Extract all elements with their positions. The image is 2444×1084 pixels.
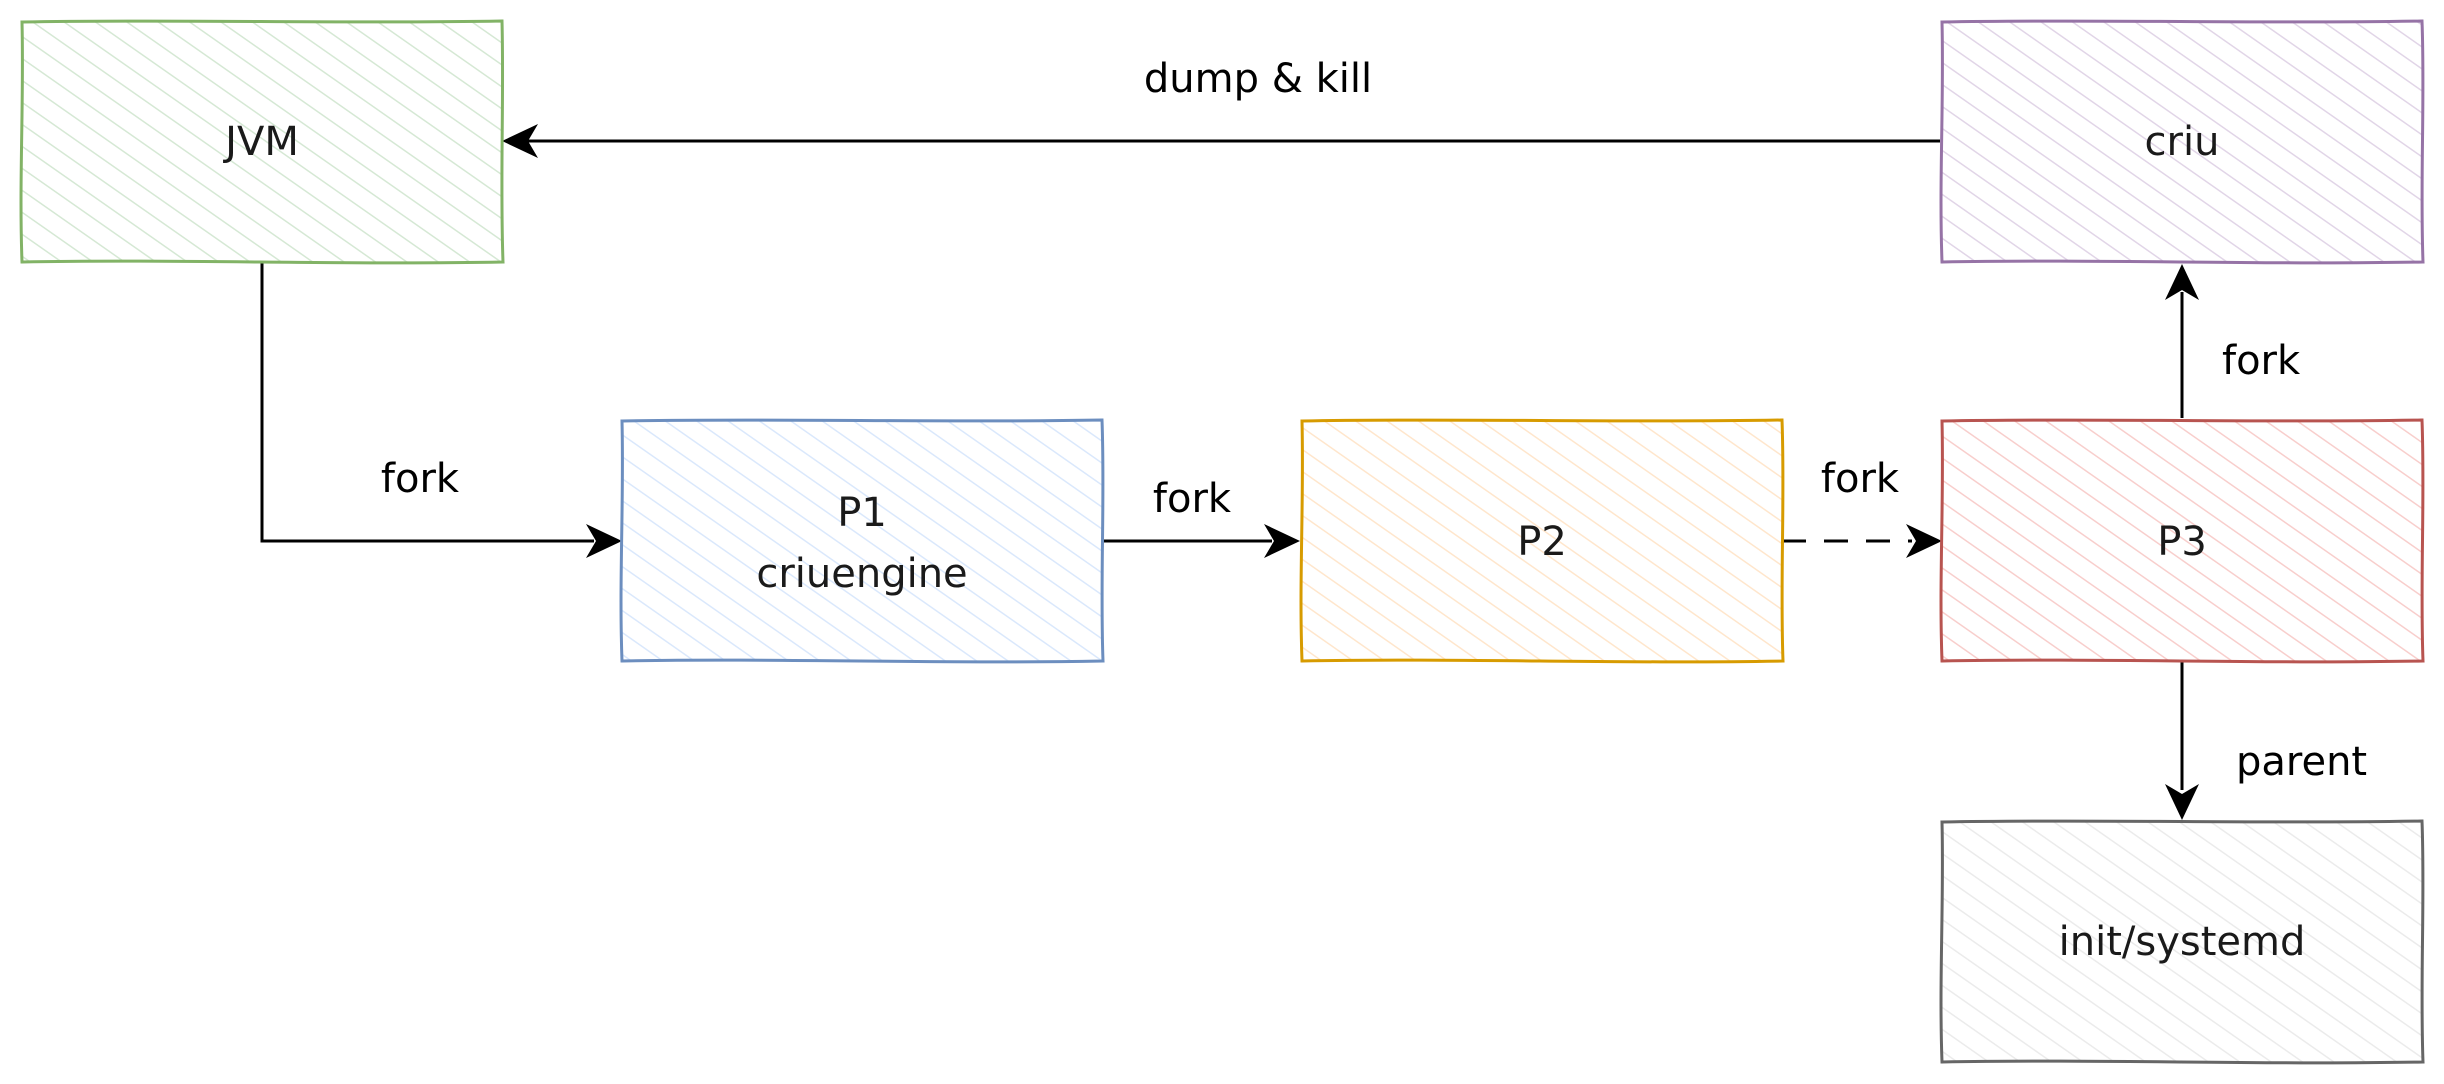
node-jvm: JVM (19, 19, 505, 265)
arrowhead-p2 (1264, 524, 1300, 558)
node-border-p1 (619, 418, 1105, 664)
node-border-p2 (1299, 418, 1785, 664)
node-label-p3: P3 (2157, 519, 2207, 565)
edge-p1-to-p2: fork (1104, 476, 1300, 558)
node-label-criuengine: criuengine (756, 551, 967, 597)
edge-label-parent: parent (2236, 739, 2367, 785)
edge-p3-to-criu: fork (2165, 264, 2301, 418)
node-border-jvm (19, 19, 505, 265)
node-label-p1: P1 (837, 490, 887, 536)
node-label-init-systemd: init/systemd (2059, 919, 2306, 965)
edge-label-fork-jvm-p1: fork (381, 456, 460, 502)
edge-label-dump-and-kill: dump & kill (1144, 56, 1372, 102)
edge-p3-to-init: parent (2165, 662, 2367, 820)
arrowhead-p1 (586, 524, 622, 558)
node-p2: P2 (1299, 418, 1785, 664)
node-p1: P1 criuengine (619, 418, 1105, 664)
edge-p2-to-p3: fork (1782, 456, 1942, 558)
edge-dump-and-kill: dump & kill (502, 56, 1940, 158)
arrowhead-criu (2165, 264, 2199, 300)
arrow-jvm-to-p1 (260, 262, 594, 543)
arrowhead-jvm (502, 124, 538, 158)
node-p3: P3 (1939, 418, 2425, 664)
node-init-systemd: init/systemd (1939, 819, 2425, 1065)
node-label-jvm: JVM (222, 119, 299, 165)
edge-label-fork-p1-p2: fork (1153, 476, 1232, 522)
node-label-p2: P2 (1517, 519, 1567, 565)
node-border-init-systemd (1939, 819, 2425, 1065)
node-label-criu: criu (2145, 119, 2220, 165)
edge-jvm-to-p1: fork (260, 262, 622, 558)
arrowhead-p3 (1906, 524, 1942, 558)
node-border-p3 (1939, 418, 2425, 664)
edge-label-fork-p3-criu: fork (2222, 338, 2301, 384)
arrowhead-init (2165, 784, 2199, 820)
edge-label-fork-p2-p3: fork (1821, 456, 1900, 502)
node-border-criu (1939, 19, 2425, 265)
node-criu: criu (1939, 19, 2425, 265)
